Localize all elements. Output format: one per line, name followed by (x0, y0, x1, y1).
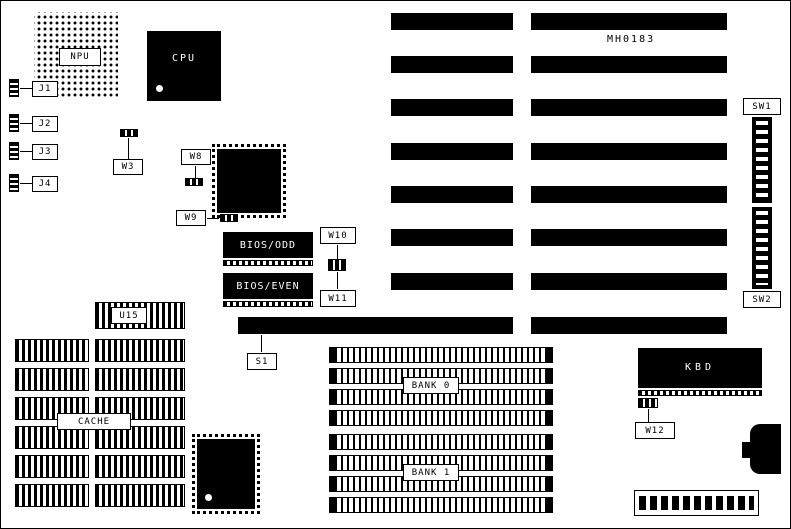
w3-jumper (120, 129, 138, 137)
w9-label: W9 (176, 210, 206, 226)
w8-jumper (185, 178, 203, 186)
expansion-slot-segment (531, 99, 727, 116)
long-expansion-slot (238, 317, 513, 334)
u15-label: U15 (111, 307, 147, 324)
cache-chip (15, 484, 89, 507)
qfp-pin1-dot (205, 494, 212, 501)
cpu-chip: CPU (147, 31, 221, 101)
cache-chip (15, 426, 89, 449)
simm-socket (329, 347, 553, 363)
simm-socket (329, 410, 553, 426)
keyboard-din-notch (742, 442, 750, 458)
cache-chip (15, 339, 89, 362)
j4-label: J4 (32, 176, 58, 192)
s1-label: S1 (247, 353, 277, 370)
simm-socket (329, 497, 553, 513)
w3-label: W3 (113, 159, 143, 175)
expansion-slot-segment (391, 229, 513, 246)
bios-odd-chip: BIOS/ODD (223, 232, 313, 258)
simm-socket (329, 434, 553, 450)
cpu-pin1-dot (156, 85, 163, 92)
kbd-chip: KBD (638, 348, 762, 388)
cache-chip (15, 455, 89, 478)
w9-jumper (220, 214, 238, 222)
expansion-slot-segment (531, 13, 727, 30)
cache-chip (95, 484, 185, 507)
leader-line (20, 151, 32, 152)
leader-line (337, 272, 338, 289)
qfp-chip-lower (192, 434, 260, 514)
bios-odd-socket (223, 260, 313, 266)
bios-even-label: BIOS/EVEN (236, 281, 300, 292)
w8-label: W8 (181, 149, 211, 165)
sw2-dip-switch (752, 207, 772, 289)
cache-chip (95, 455, 185, 478)
j2-connector (9, 114, 19, 132)
leader-line (128, 138, 129, 159)
w10-jumper (328, 259, 346, 271)
power-connector (634, 490, 759, 516)
j3-label: J3 (32, 144, 58, 160)
sw1-label: SW1 (743, 98, 781, 115)
expansion-slot-segment (531, 229, 727, 246)
cache-label: CACHE (57, 413, 131, 430)
npu-label: NPU (59, 48, 101, 66)
expansion-slot-segment (391, 56, 513, 73)
qfp-chip-upper (212, 144, 286, 218)
kbd-socket (638, 390, 762, 396)
leader-line (207, 218, 219, 219)
w11-label: W11 (320, 290, 356, 307)
expansion-slot-segment (531, 186, 727, 203)
expansion-slot-segment (531, 56, 727, 73)
bios-even-chip: BIOS/EVEN (223, 273, 313, 299)
w10-label: W10 (320, 227, 356, 244)
leader-line (20, 183, 32, 184)
bios-even-socket (223, 301, 313, 307)
j1-label: J1 (32, 81, 58, 97)
cache-chip (95, 368, 185, 391)
expansion-slot-segment (531, 143, 727, 160)
j3-connector (9, 142, 19, 160)
expansion-slot-segment (391, 186, 513, 203)
cpu-label: CPU (171, 53, 197, 64)
cache-chip (95, 426, 185, 449)
expansion-slot-segment (391, 99, 513, 116)
j4-connector (9, 174, 19, 192)
bank0-label: BANK 0 (403, 377, 459, 394)
expansion-slot-segment (391, 143, 513, 160)
expansion-slot-segment (391, 273, 513, 290)
cache-chip (95, 339, 185, 362)
kbd-label: KBD (684, 362, 716, 373)
board-id-text: MH0183 (607, 34, 656, 45)
sw2-label: SW2 (743, 291, 781, 308)
leader-line (337, 245, 338, 259)
w12-jumper (638, 398, 658, 408)
cache-chip (15, 368, 89, 391)
j1-connector (9, 79, 19, 97)
leader-line (20, 123, 32, 124)
leader-line (195, 166, 196, 178)
sw1-dip-switch (752, 117, 772, 203)
leader-line (20, 88, 32, 89)
leader-line (261, 335, 262, 352)
expansion-slot-segment (531, 273, 727, 290)
keyboard-din-connector (750, 424, 781, 474)
bank1-label: BANK 1 (403, 464, 459, 481)
expansion-slot-segment (391, 13, 513, 30)
w12-label: W12 (635, 422, 675, 439)
leader-line (648, 409, 649, 422)
j2-label: J2 (32, 116, 58, 132)
expansion-slot-segment (531, 317, 727, 334)
bios-odd-label: BIOS/ODD (239, 240, 297, 251)
